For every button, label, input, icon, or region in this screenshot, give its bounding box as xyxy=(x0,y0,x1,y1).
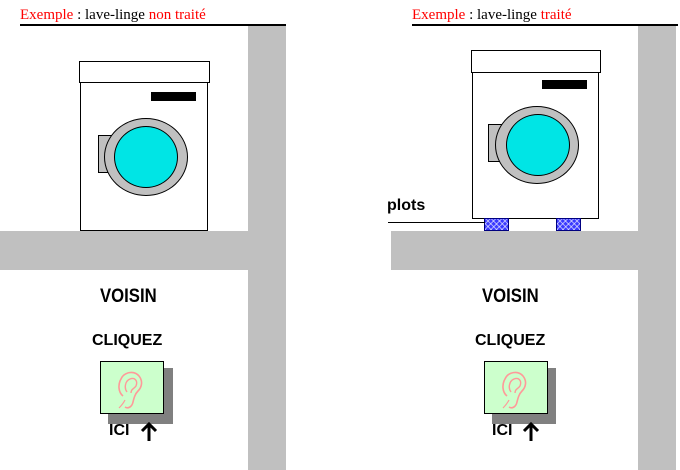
right-neighbor-label: VOISIN xyxy=(482,286,539,307)
right-pads-leader xyxy=(388,222,485,223)
right-title-word: Exemple xyxy=(412,7,466,23)
right-button-face[interactable] xyxy=(484,361,548,414)
right-here-label: ICI xyxy=(492,422,513,439)
left-washer-glass xyxy=(114,126,178,188)
right-floor xyxy=(391,231,676,270)
right-washer-glass xyxy=(506,114,570,176)
left-here-label: ICI xyxy=(109,422,130,439)
arrow-up-icon xyxy=(140,422,158,441)
right-pads-label: plots xyxy=(387,197,426,214)
right-click-label: CLIQUEZ xyxy=(475,332,546,349)
right-title-state: traité xyxy=(540,7,572,23)
left-click-label: CLIQUEZ xyxy=(92,332,163,349)
left-title-word: Exemple xyxy=(20,7,74,23)
right-title: Exemple : lave-linge traité xyxy=(412,7,572,24)
right-pad-right xyxy=(556,218,581,231)
ear-icon xyxy=(118,371,143,409)
left-button-face[interactable] xyxy=(100,361,164,414)
left-washer-display xyxy=(151,92,196,101)
right-washer-display xyxy=(542,80,587,89)
ear-icon xyxy=(502,371,527,409)
right-washer-top xyxy=(471,50,601,73)
right-title-sep: : lave-linge xyxy=(465,7,541,23)
left-title-state: non traité xyxy=(148,7,206,23)
right-pad-left xyxy=(484,218,509,231)
arrow-up-icon xyxy=(522,422,540,441)
left-title: Exemple : lave-linge non traité xyxy=(20,7,206,24)
left-neighbor-label: VOISIN xyxy=(100,286,157,307)
left-title-underline xyxy=(20,24,286,26)
right-title-underline xyxy=(412,24,678,26)
left-floor xyxy=(0,231,286,270)
left-title-sep: : lave-linge xyxy=(73,7,149,23)
left-washer-top xyxy=(79,61,210,83)
